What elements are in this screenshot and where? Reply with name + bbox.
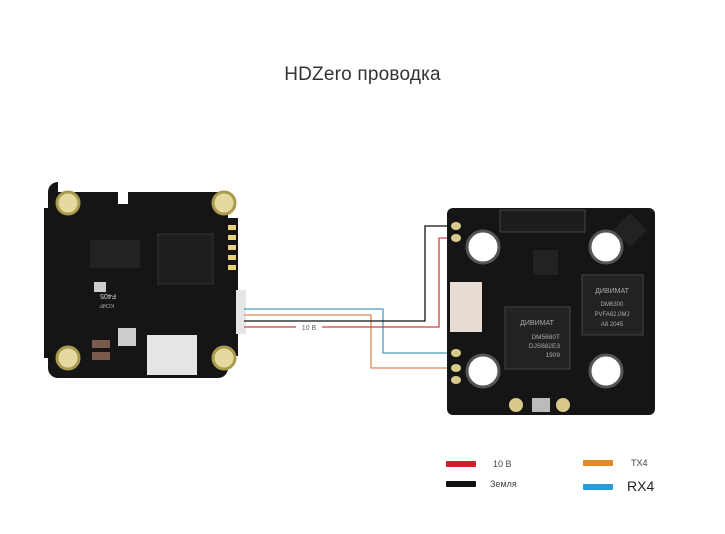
wire-rx4: [244, 308, 457, 354]
chip2-line: A8 2045: [601, 322, 624, 328]
legend-swatch-ground: [446, 481, 476, 487]
legend-label-tx4: TX4: [631, 458, 648, 468]
flight-controller-board: F405 KCMP: [44, 182, 246, 378]
chip1-brand: ДИВИМАТ: [520, 320, 554, 327]
wire-10v: [322, 237, 457, 328]
chip2-line: DM6300: [601, 302, 624, 308]
chip1-line: DJS682E3: [529, 343, 560, 350]
legend-swatch-tx4: [583, 460, 613, 466]
chip1-line: 1909: [546, 352, 561, 359]
chip2-line: PVFA62.0MJ: [594, 312, 629, 318]
fc-brand-label: KCMP: [99, 302, 114, 308]
wire-tx4: [244, 314, 457, 369]
legend-label-ground: Земля: [490, 479, 517, 489]
legend-swatch-rx4: [583, 484, 613, 490]
vtx-board: ДИВИМАТ DM5680T DJS682E3 1909 ДИВИМАТ DM…: [447, 208, 655, 415]
legend-label-rx4: RX4: [627, 478, 655, 494]
fc-model-label: F405: [100, 292, 116, 299]
wire-ground: [244, 225, 457, 322]
legend-label-10v: 10 В: [493, 459, 512, 469]
chip2-brand: ДИВИМАТ: [595, 288, 629, 295]
diagram-title: HDZero проводка: [284, 64, 441, 85]
wire-10v-label: 10 В: [302, 325, 317, 332]
usb-c-port: [147, 335, 197, 375]
chip1-line: DM5680T: [531, 334, 560, 341]
legend-swatch-10v: [446, 461, 476, 467]
wires: [244, 225, 457, 369]
fc-connector: [236, 290, 246, 334]
